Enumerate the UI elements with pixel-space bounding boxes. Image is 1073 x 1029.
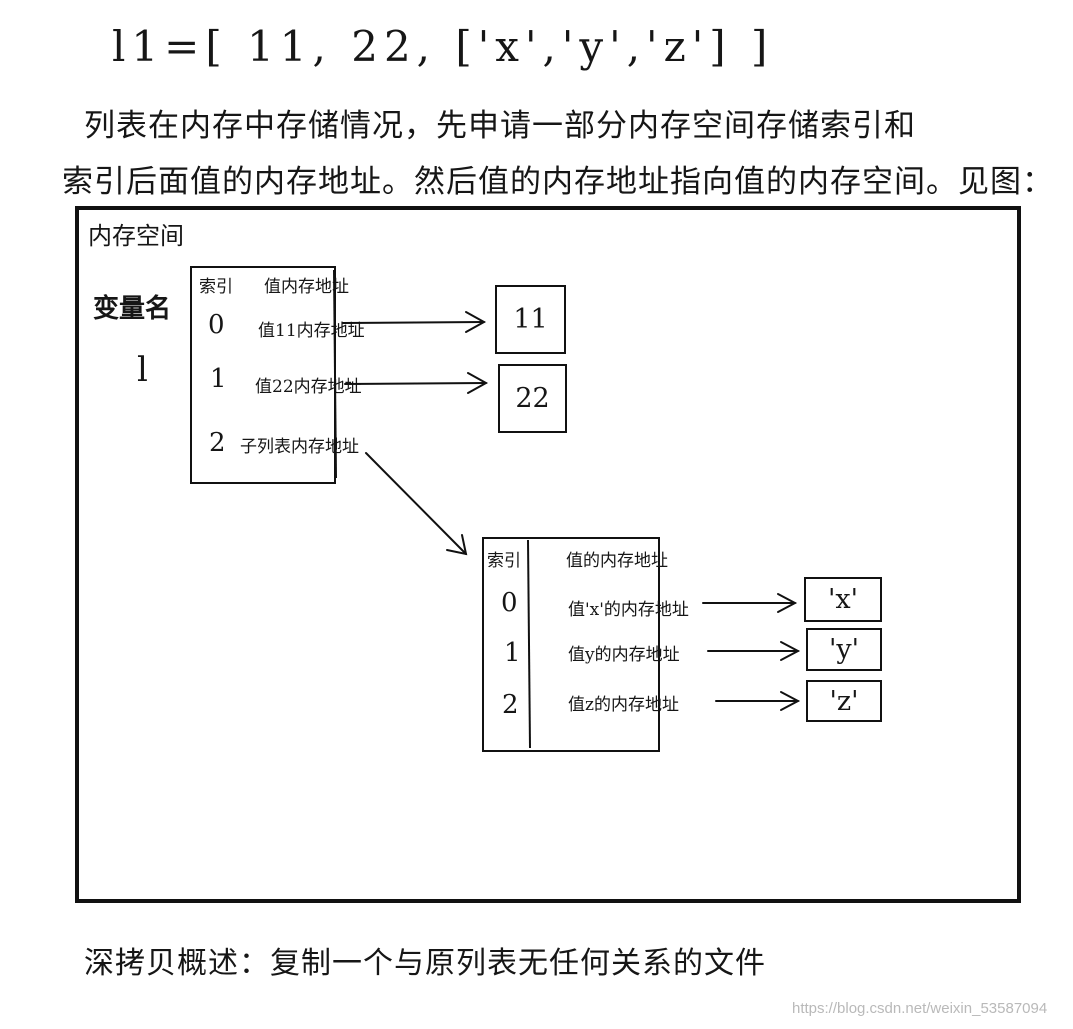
description-line-1: 列表在内存中存储情况，先申请一部分内存空间存储索引和 — [84, 108, 916, 144]
inner-list-table — [482, 537, 660, 752]
outer-row-address: 值11内存地址 — [258, 321, 365, 341]
arrow-to-sublist — [365, 452, 468, 556]
inner-index-header: 索引 — [487, 551, 521, 571]
outer-row-index: 0 — [208, 310, 225, 340]
value-box-z: 'z' — [806, 680, 882, 722]
inner-row-index: 2 — [502, 690, 519, 720]
watermark: https://blog.csdn.net/weixin_53587094 — [792, 1000, 1048, 1017]
outer-row-index: 2 — [209, 428, 226, 458]
value-box-22: 22 — [498, 364, 567, 433]
footer-note: 深拷贝概述：复制一个与原列表无任何关系的文件 — [84, 946, 766, 981]
table-column-dividers — [333, 269, 531, 749]
outer-row-index: 1 — [210, 364, 227, 394]
arrow-to-z — [715, 691, 801, 711]
arrow-to-x — [702, 593, 798, 613]
code-line: l1=[ 11, 22, ['x','y','z'] ] — [112, 22, 774, 71]
variable-label: 变量名 — [93, 294, 172, 324]
inner-address-header: 值的内存地址 — [566, 551, 668, 571]
arrow-to-22 — [344, 372, 489, 394]
variable-name: l — [137, 350, 148, 390]
value-box-x: 'x' — [804, 577, 882, 622]
inner-row-index: 0 — [501, 588, 518, 618]
value-box-11: 11 — [495, 285, 566, 354]
inner-row-address: 值y的内存地址 — [568, 645, 680, 665]
inner-row-index: 1 — [504, 638, 521, 668]
arrow-to-y — [707, 641, 801, 661]
arrow-to-11 — [342, 311, 487, 333]
memory-space-frame — [75, 206, 1021, 903]
outer-address-header: 值内存地址 — [264, 277, 349, 297]
inner-row-address: 值z的内存地址 — [568, 695, 679, 715]
memory-space-label: 内存空间 — [88, 222, 184, 250]
inner-row-address: 值'x'的内存地址 — [568, 600, 689, 620]
description-line-2: 索引后面值的内存地址。然后值的内存地址指向值的内存空间。见图： — [62, 164, 1054, 200]
outer-row-address: 子列表内存地址 — [240, 437, 359, 457]
outer-index-header: 索引 — [199, 277, 233, 297]
value-box-y: 'y' — [806, 628, 882, 671]
